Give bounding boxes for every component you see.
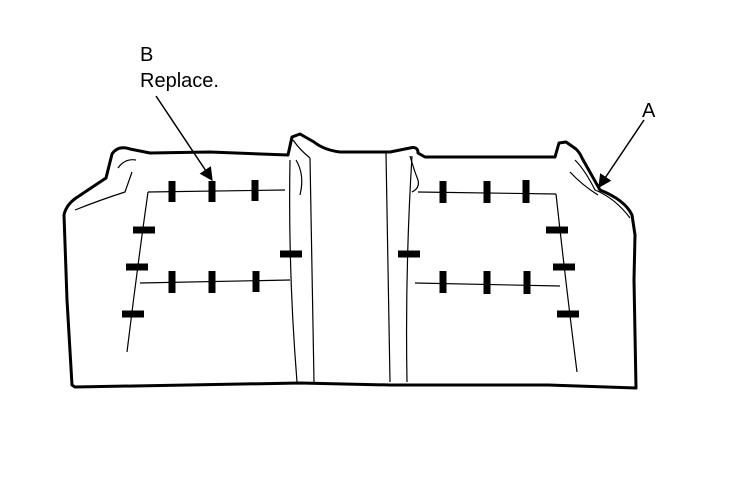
callout-a-letter: A [642, 100, 656, 122]
center-seam-left-outer [289, 159, 298, 383]
cushion-outline [62, 132, 638, 390]
center-seam-left-inner [309, 157, 315, 383]
center-seam-right-outer [405, 155, 413, 383]
callout-b-note: Replace. [140, 70, 219, 92]
center-fold-left [292, 139, 311, 196]
hog-ring-clips [122, 180, 579, 318]
center-seam-right-inner [385, 152, 391, 383]
callout-b-letter: B [140, 44, 154, 66]
left-top-seam [74, 159, 137, 211]
callout-b-leader [155, 95, 213, 182]
center-fold-right [409, 155, 419, 193]
callout-a-leader [598, 119, 645, 189]
left-panel-side-seam [126, 191, 149, 353]
right-panel-side-seam [555, 193, 578, 373]
right-top-seam [569, 159, 631, 219]
